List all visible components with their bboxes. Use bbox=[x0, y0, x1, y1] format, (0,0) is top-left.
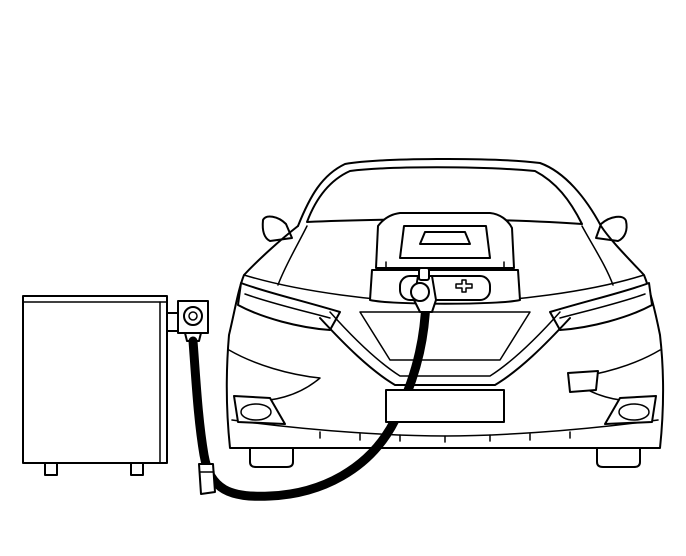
grille-v-outer bbox=[319, 317, 571, 386]
charging-station bbox=[22, 295, 209, 476]
station-socket-ring bbox=[183, 306, 203, 326]
station-foot-right bbox=[130, 462, 144, 476]
foglight-left bbox=[233, 395, 286, 425]
mirror-left bbox=[261, 215, 293, 242]
charging-cable bbox=[188, 295, 431, 501]
foglight-left-lamp bbox=[240, 403, 272, 421]
charge-port-plus-icon bbox=[455, 279, 473, 293]
headlight-right-inner bbox=[559, 293, 646, 319]
bumper-contour-left bbox=[228, 349, 321, 402]
side-vent-right bbox=[567, 370, 599, 393]
license-plate bbox=[385, 389, 505, 423]
charge-port-door-emblem bbox=[419, 231, 471, 245]
cable-ground-plug bbox=[198, 463, 216, 495]
electric-car-front bbox=[225, 157, 664, 468]
station-cabinet bbox=[22, 295, 168, 464]
bumper-markers bbox=[319, 431, 571, 443]
grille-panel bbox=[359, 311, 531, 361]
hood-line-right bbox=[581, 225, 614, 286]
grille-v-inner bbox=[329, 311, 561, 377]
charging-plug-latch bbox=[418, 267, 430, 281]
hood-line-left bbox=[277, 225, 308, 286]
charging-plug-head bbox=[410, 282, 430, 302]
mirror-right bbox=[595, 215, 628, 242]
station-foot-left bbox=[44, 462, 58, 476]
wheel-left bbox=[249, 448, 294, 468]
foglight-right bbox=[604, 395, 657, 425]
car-roof bbox=[297, 157, 602, 227]
station-socket-core bbox=[188, 311, 198, 321]
wheel-right bbox=[596, 448, 641, 468]
headlight-left-inner bbox=[244, 293, 331, 319]
cable-line bbox=[188, 295, 431, 501]
foglight-right-lamp bbox=[618, 403, 650, 421]
